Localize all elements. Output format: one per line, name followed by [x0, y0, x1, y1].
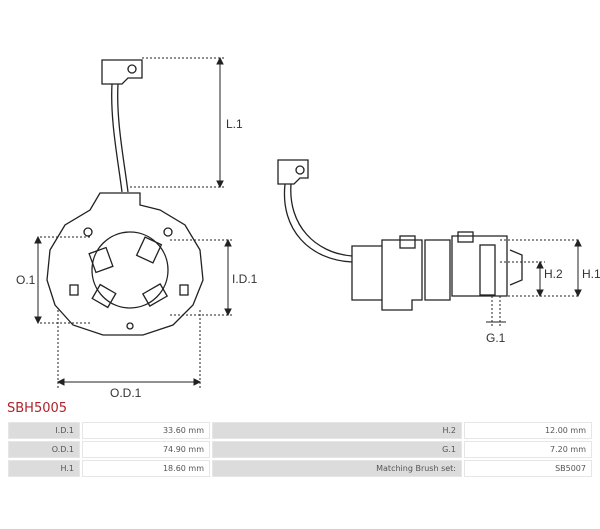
- label-id1: I.D.1: [232, 272, 258, 286]
- spec-table: I.D.1 33.60 mm H.2 12.00 mm O.D.1 74.90 …: [6, 420, 594, 479]
- table-row: H.1 18.60 mm Matching Brush set: SB5007: [8, 460, 592, 477]
- spec-value: 12.00 mm: [464, 422, 592, 439]
- product-code: SBH5005: [7, 401, 68, 416]
- label-g1: G.1: [486, 331, 506, 345]
- spec-value: 33.60 mm: [82, 422, 210, 439]
- label-h2: H.2: [544, 267, 563, 281]
- spec-value: 7.20 mm: [464, 441, 592, 458]
- brush-holder-side: [351, 235, 508, 311]
- spec-label: H.1: [8, 460, 80, 477]
- spec-value: 18.60 mm: [82, 460, 210, 477]
- table-row: O.D.1 74.90 mm G.1 7.20 mm: [8, 441, 592, 458]
- spec-label: G.1: [212, 441, 462, 458]
- spec-label: I.D.1: [8, 422, 80, 439]
- brush-holder-front: [46, 192, 204, 336]
- spec-value: SB5007: [464, 460, 592, 477]
- label-h1: H.1: [582, 267, 600, 281]
- label-o1: O.1: [16, 273, 36, 287]
- label-l1: L.1: [226, 117, 243, 131]
- label-od1: O.D.1: [110, 386, 142, 400]
- technical-drawing: L.1 O.1 I.D.1 O.D.1 H.2 H.1 G.1: [16, 56, 600, 400]
- spec-value: 74.90 mm: [82, 441, 210, 458]
- table-row: I.D.1 33.60 mm H.2 12.00 mm: [8, 422, 592, 439]
- spec-label: O.D.1: [8, 441, 80, 458]
- terminal-left: [101, 59, 143, 85]
- terminal-right: [277, 159, 309, 185]
- spec-label: Matching Brush set:: [212, 460, 462, 477]
- spec-label: H.2: [212, 422, 462, 439]
